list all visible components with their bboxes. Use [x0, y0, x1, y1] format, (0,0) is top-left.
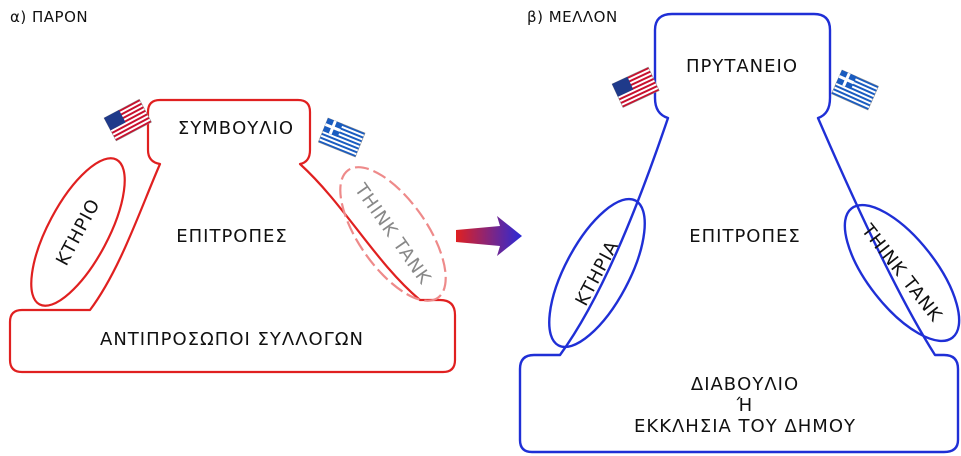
- prytaneio-label: ΠΡΥΤΑΝΕΙΟ: [686, 56, 798, 77]
- assembly-label-line2: Ή: [736, 395, 754, 416]
- think-tank-ellipse-future: [843, 203, 961, 343]
- usa-flag-icon: [611, 66, 660, 108]
- buildings-label: ΚΤΗΡΙΑ: [572, 237, 624, 309]
- arrow-right-icon: [456, 216, 522, 256]
- assembly-label-line3: ΕΚΚΛΗΣΙΑ ΤΟΥ ΔΗΜΟΥ: [634, 416, 856, 437]
- right-title: β) ΜΕΛΛΟΝ: [527, 8, 618, 26]
- think-tank-label-future: THINK TANK: [856, 220, 946, 327]
- committees-label-future: ΕΠΙΤΡΟΠΕΣ: [689, 226, 801, 247]
- greek-flag-icon: [317, 117, 366, 158]
- think-tank-ellipse: [339, 166, 447, 302]
- building-ellipse: [30, 157, 126, 307]
- representatives-label: ΑΝΤΙΠΡΟΣΩΠΟΙ ΣΥΛΛΟΓΩΝ: [100, 329, 364, 350]
- council-label: ΣΥΜΒΟΥΛΙΟ: [178, 118, 294, 139]
- buildings-ellipse: [548, 197, 646, 349]
- greek-flag-icon: [831, 69, 879, 111]
- usa-flag-icon: [103, 98, 152, 142]
- committees-label-present: ΕΠΙΤΡΟΠΕΣ: [176, 226, 288, 247]
- present-structure-outline: [8, 98, 457, 374]
- assembly-label-line1: ΔΙΑΒΟΥΛΙΟ: [691, 374, 799, 395]
- future-structure-outline: [518, 12, 960, 454]
- left-title: α) ΠΑΡΟΝ: [10, 8, 88, 26]
